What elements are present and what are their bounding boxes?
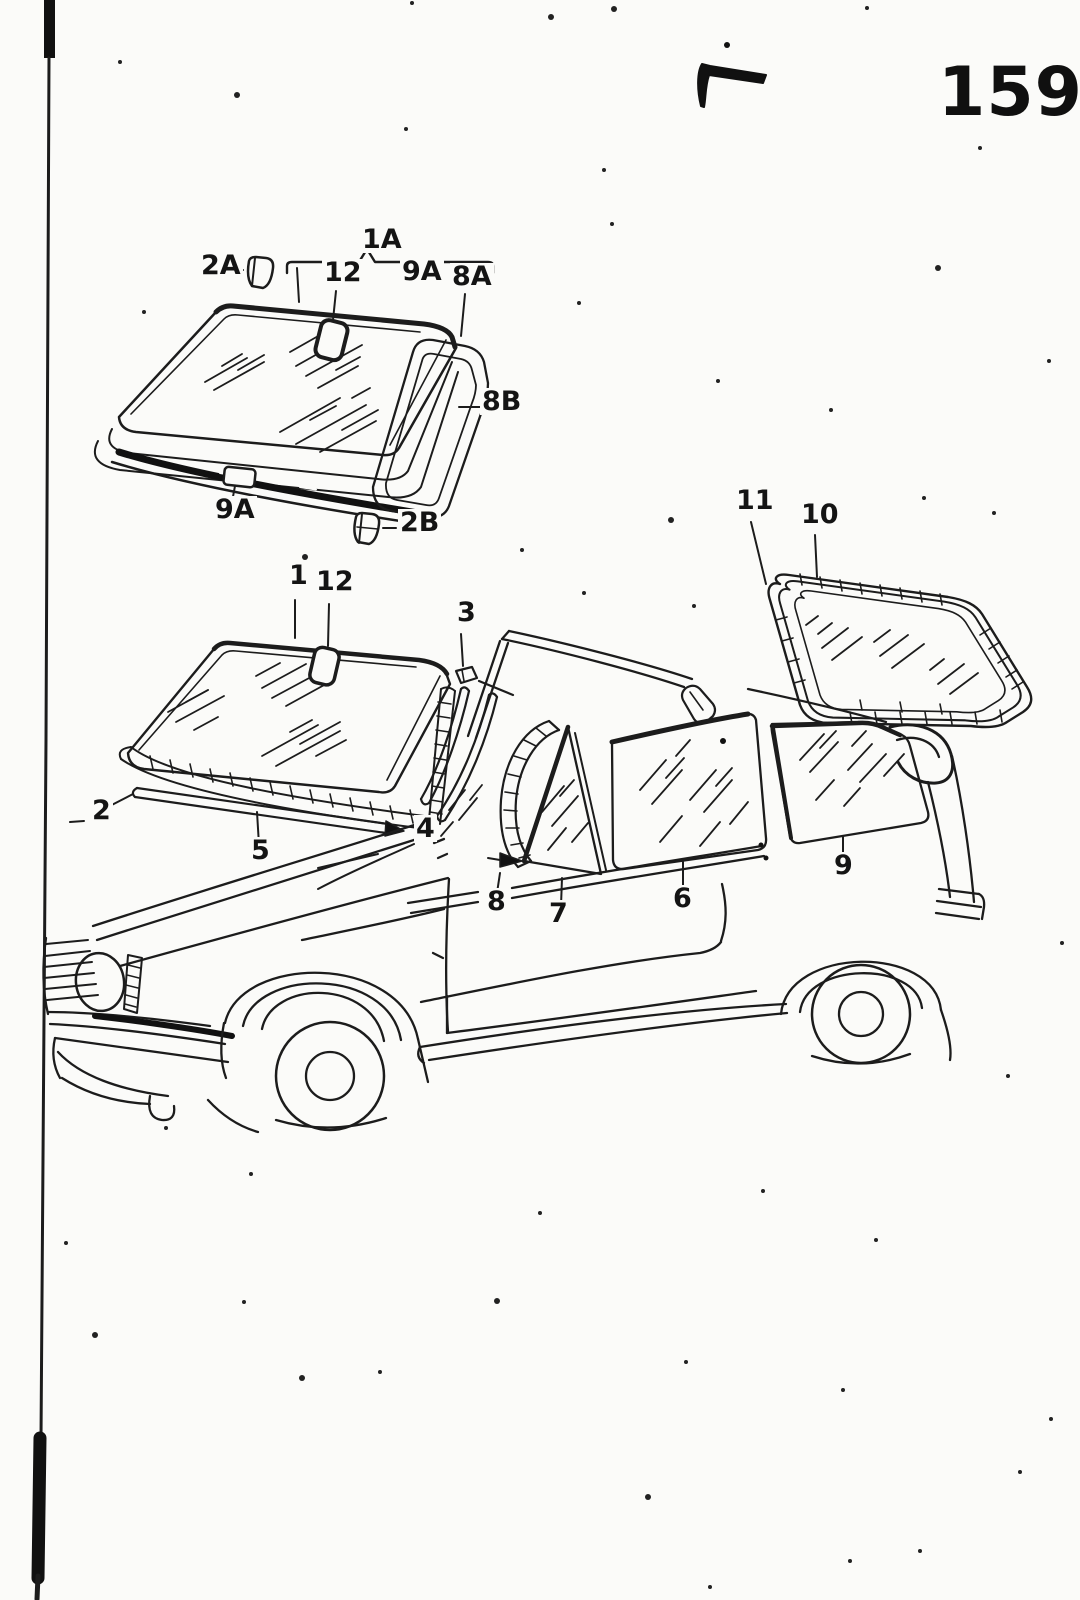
callout-group-1a: 1A [360,224,404,255]
front-bumper [46,1010,235,1122]
callout-molding-8a: 8A [450,261,494,292]
callout-vent-window-7: 7 [547,898,570,929]
callout-rear-window-10: 10 [799,499,841,530]
rear-bumper [934,887,986,921]
molding-frame-8b [371,338,490,519]
mirror-mount-pad [308,645,341,687]
seal-segment-ticks [775,573,1024,725]
callout-clip-2b: 2B [398,507,442,538]
grille-slot [123,954,143,1014]
trim-strip-5 [131,786,405,837]
noise-specks [64,1,1064,1589]
rear-leader-lines [750,521,818,585]
car-body [42,629,986,1134]
callout-windshield-1: 1 [287,560,310,591]
callout-frame-8b: 8B [480,386,524,417]
callout-seal-pad-9a: 9A [213,494,257,525]
page-number: 159 [938,53,1080,132]
callout-mirror-pad-12-upper: 12 [322,257,364,288]
callout-seal-9a-top: 9A [400,256,444,287]
upper-windshield-glass [117,303,458,457]
front-wheel [206,971,430,1134]
pillar-trim-strips-3-4 [419,686,499,837]
glass-reflection-hatching [167,662,347,767]
rear-wheel [779,960,952,1065]
callout-pillar-trim-4: 4 [414,813,437,844]
grille [43,939,99,1001]
seal-pad-9a [222,465,257,489]
clip-2b [353,511,381,546]
windshield-frame-header [466,629,717,740]
callout-pillar-clip-3: 3 [455,597,478,628]
pillar-clip-3 [454,665,515,697]
callout-clip-2a: 2A [199,250,243,281]
callout-trim-strip-5: 5 [249,835,272,866]
vent-window-glass-7 [521,724,607,876]
glass-reflection-hatching [204,334,379,453]
callout-seal-2: 2 [90,795,113,826]
scan-ink-mark [697,42,767,108]
upper-leader-lines [231,267,481,529]
headlight [74,951,126,1013]
clip-2a [246,255,275,290]
callout-mirror-pad-12-middle: 12 [314,566,356,597]
rear-window-assembly [750,521,1033,729]
windshield-seal-2 [118,686,456,830]
callout-rear-seal-11: 11 [734,485,776,516]
middle-windshield-glass [126,640,452,794]
door-glass-6 [609,711,768,871]
mirror-mount-pad [313,318,350,363]
callout-vent-seal-8: 8 [485,886,508,917]
rear-body [746,687,976,904]
quarter-window-9 [769,720,930,845]
callout-door-glass-6: 6 [671,883,694,914]
glass-reflection-hatching [805,615,979,695]
scan-left-bar [31,0,55,1600]
callout-quarter-window-9: 9 [832,850,855,881]
